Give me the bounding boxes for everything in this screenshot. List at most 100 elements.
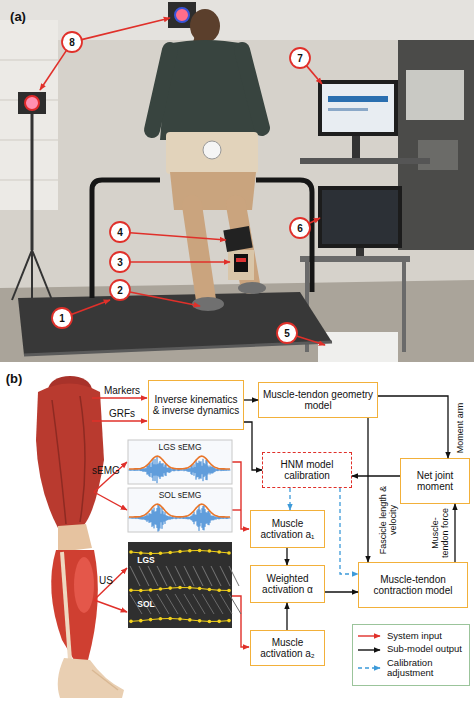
lab-photo-part <box>300 158 430 164</box>
calibration-box: HNM model calibration <box>262 452 352 488</box>
lab-photo-part <box>242 50 262 128</box>
emg-signal <box>186 469 187 471</box>
lab-photo-part <box>12 250 32 300</box>
process-box: Weighted activation α <box>250 565 325 603</box>
us-fascicle <box>148 594 160 614</box>
emg-signal <box>158 504 159 531</box>
callout-circle <box>110 252 130 272</box>
us-marker <box>149 552 153 556</box>
output-arrow <box>286 603 287 630</box>
signal-name: Markers <box>104 385 140 396</box>
emg-signal <box>142 469 143 471</box>
emg-signal <box>216 469 217 471</box>
emg-signal <box>144 517 145 520</box>
lab-photo-part <box>318 186 402 248</box>
emg-signal <box>190 517 191 519</box>
us-fascicle <box>211 566 221 586</box>
panel-label: (a) <box>10 9 26 24</box>
us-marker <box>159 617 163 621</box>
leg-anatomy-part <box>58 524 92 552</box>
emg-signal <box>163 511 164 525</box>
emg-signal <box>210 465 211 474</box>
emg-signal <box>192 465 193 475</box>
emg-signal <box>161 463 162 476</box>
emg-signal <box>196 515 197 521</box>
process-box: Muscle-tendon contraction model <box>358 562 468 608</box>
leader-line <box>130 261 230 263</box>
us-marker <box>227 551 231 555</box>
muscle-name: LGS <box>137 555 154 565</box>
emg-signal <box>157 457 158 483</box>
emg-signal <box>165 464 166 475</box>
callout-circle <box>52 308 72 328</box>
legend-entry: Sub-model output <box>357 644 465 654</box>
emg-signal <box>155 459 156 481</box>
emg-signal <box>215 468 216 472</box>
emg-signal <box>194 512 195 525</box>
muscle-name: SOL <box>137 599 154 609</box>
emg-signal <box>219 469 220 470</box>
emg-signal <box>208 466 209 475</box>
us-marker <box>178 586 182 590</box>
emg-signal <box>144 469 145 472</box>
emg-signal <box>202 508 203 528</box>
emg-signal <box>207 460 208 480</box>
emg-signal <box>213 516 214 521</box>
emg-signal <box>152 462 153 477</box>
input-arrows-part <box>92 420 147 421</box>
emg-signal <box>207 513 208 524</box>
emg-signal <box>202 466 203 475</box>
emg-signal <box>163 463 164 477</box>
emg-signal <box>153 459 154 481</box>
emg-signal <box>193 468 194 473</box>
legend-sample <box>357 645 383 655</box>
us-fascicle <box>157 566 167 586</box>
emg-signal <box>170 516 171 520</box>
box-text: Muscle activation a₁ <box>254 518 321 541</box>
emg-signal <box>173 517 174 519</box>
input-arrows-part <box>94 600 127 612</box>
box-text: HNM model calibration <box>266 459 348 482</box>
emg-signal <box>151 467 152 473</box>
us-fascicle <box>193 566 203 586</box>
legend-text: Calibration adjustment <box>387 658 465 679</box>
lab-photo-part <box>238 282 266 294</box>
emg-signal <box>168 516 169 520</box>
emg-signal <box>166 464 167 476</box>
us-marker <box>178 550 182 554</box>
emg-signal <box>152 509 153 527</box>
emg-signal <box>214 468 215 473</box>
legend-sample <box>357 631 383 641</box>
emg-signal <box>200 462 201 479</box>
box-text: Muscle-tendon contraction model <box>362 574 464 597</box>
lab-photo-part <box>322 190 398 244</box>
lab-photo-part <box>228 250 254 280</box>
emg-signal <box>191 516 192 520</box>
us-fascicle <box>139 566 149 586</box>
box-text: Inverse kinematics & inverse dynamics <box>152 394 240 417</box>
emg-envelope <box>129 456 230 469</box>
us-fascicle <box>211 594 223 614</box>
us-marker <box>129 588 133 592</box>
emg-signal <box>197 463 198 478</box>
leader-line <box>40 50 66 90</box>
us-marker <box>168 551 172 555</box>
emg-signal <box>209 467 210 473</box>
emg-signal <box>160 507 161 528</box>
emg-signal <box>159 505 160 530</box>
emg-signal <box>204 463 205 477</box>
lab-photo-part <box>406 70 464 120</box>
emg-signal <box>149 464 150 476</box>
leg-anatomy-part <box>36 384 104 529</box>
us-fascicle <box>229 594 241 614</box>
output-arrow <box>367 418 368 562</box>
us-marker <box>168 617 172 621</box>
output-arrow <box>244 399 258 400</box>
lab-photo-part <box>418 140 458 170</box>
lab-photo-part <box>328 96 388 102</box>
emg-signal <box>198 463 199 477</box>
callout-number: 2 <box>117 285 123 296</box>
lab-photo-part <box>92 180 160 298</box>
leg-anatomy-part <box>92 670 118 690</box>
